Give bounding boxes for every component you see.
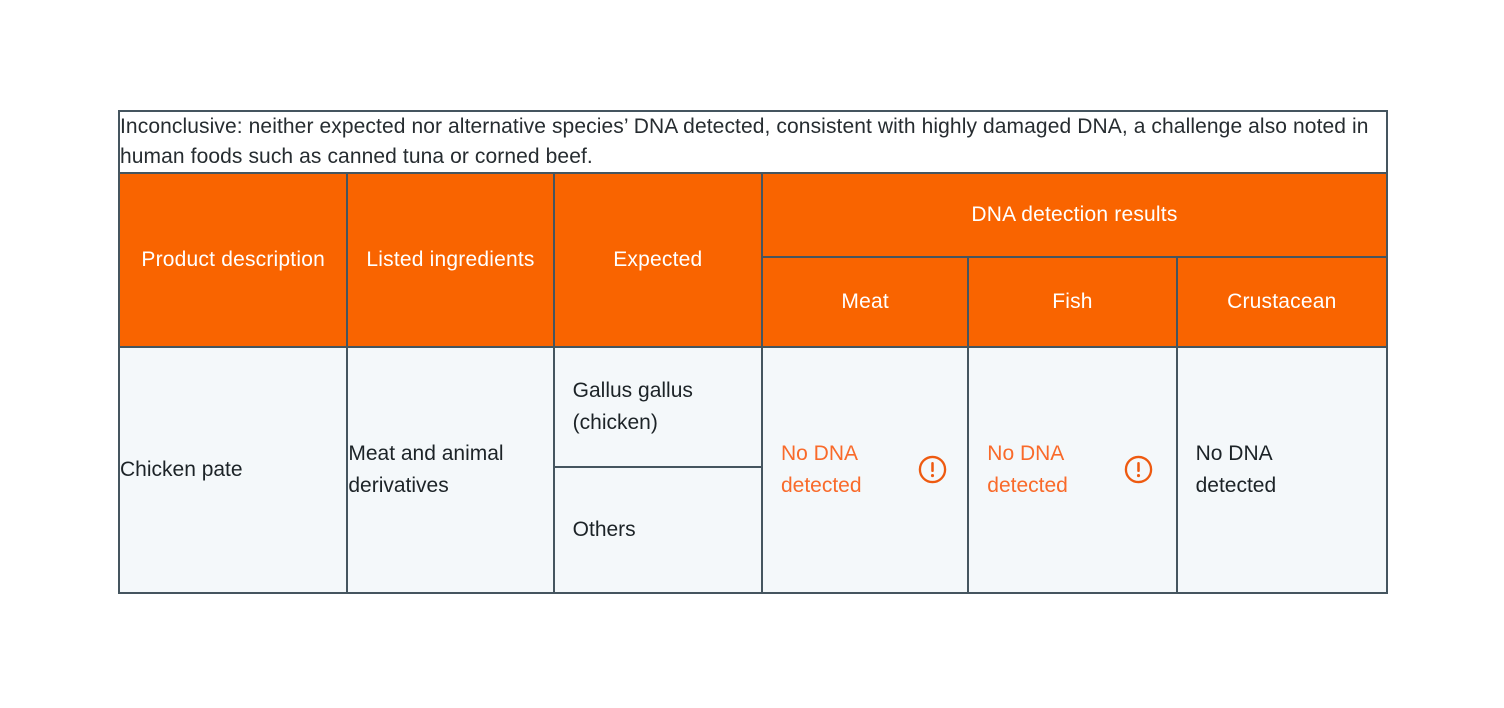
column-header-listed-ingredients: Listed ingredients [346,171,555,348]
column-header-crustacean: Crustacean [1175,255,1389,348]
cell-listed-ingredients: Meat and animal derivatives [346,345,555,595]
table-row: Chicken pate Meat and animal derivatives… [117,345,1389,595]
warning-circle-icon [1123,454,1154,485]
note-cell: Inconclusive: neither expected nor alter… [118,110,1388,174]
dna-results-table-container: Inconclusive: neither expected nor alter… [117,110,1389,595]
column-header-expected: Expected [552,171,763,348]
note-row: Inconclusive: neither expected nor alter… [118,110,1388,174]
cell-expected-primary: Gallus gallus (chicken) [554,348,761,468]
cell-product-description: Chicken pate [117,345,349,595]
cell-expected-secondary: Others [572,518,636,542]
cell-result-crustacean-text: No DNA detected [1195,442,1277,497]
column-header-product-description: Product description [117,171,349,348]
cell-result-fish-text: No DNA detected [987,442,1068,497]
header-row-primary: Product description Listed ingredients E… [117,171,1389,348]
dna-results-table: Inconclusive: neither expected nor alter… [117,110,1389,595]
cell-expected: Gallus gallus (chicken) Others [552,345,763,595]
column-header-fish: Fish [967,255,1178,348]
warning-circle-icon [917,454,948,485]
cell-result-meat-text: No DNA detected [780,442,862,497]
note-text: Inconclusive: neither expected nor alter… [120,115,1369,168]
cell-result-meat: No DNA detected [760,345,970,595]
cell-result-fish: No DNA detected [967,345,1178,595]
column-header-dna-detection-results: DNA detection results [760,171,1389,258]
header-row-secondary: Meat Fish Crustacean [119,255,1389,348]
column-header-meat: Meat [760,255,970,348]
cell-result-crustacean: No DNA detected [1175,345,1389,595]
